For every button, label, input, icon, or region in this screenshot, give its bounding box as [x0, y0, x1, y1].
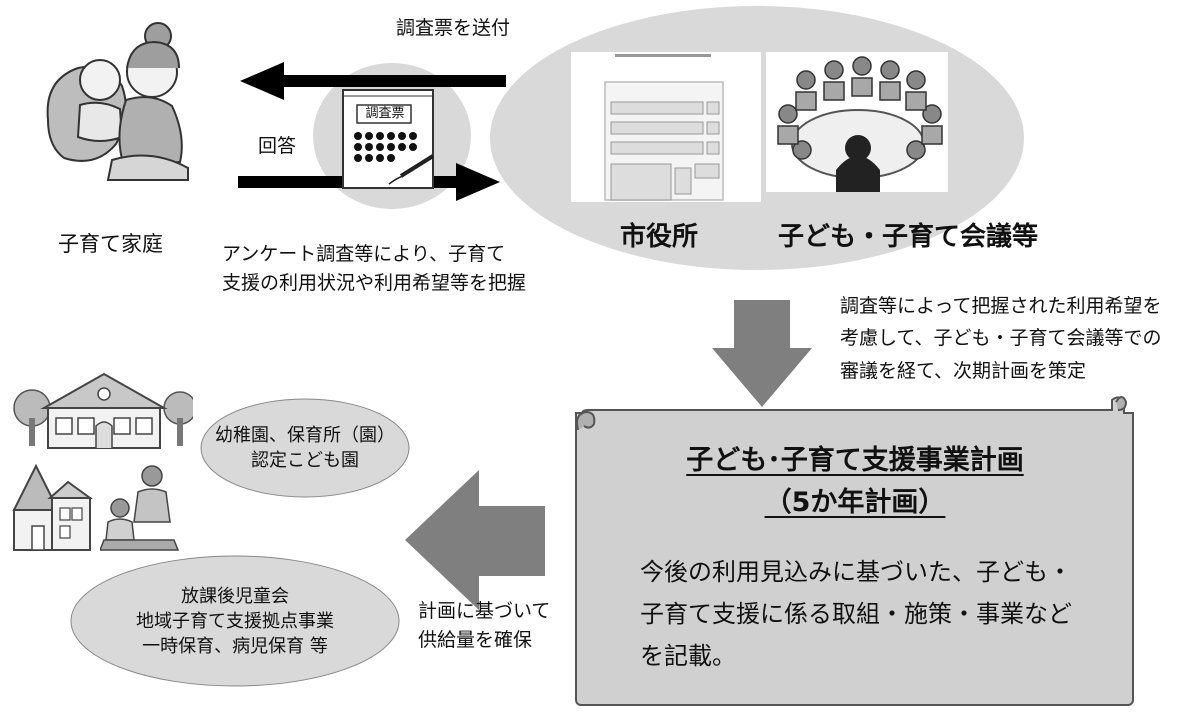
survey-sheet-icon: 調査票 — [341, 88, 437, 190]
supply-note: 計画に基づいて 供給量を確保 — [418, 597, 550, 656]
plan-note-line: 調査等によって把握された利用希望を — [840, 295, 1162, 317]
facility-label: 放課後児童会 — [181, 586, 289, 607]
send-survey-label: 調査票を送付 — [396, 17, 511, 39]
council-meeting-icon — [766, 52, 948, 192]
survey-note-line: 支援の利用状況や利用希望等を把握 — [222, 272, 527, 295]
survey-card-label: 調査票 — [365, 106, 405, 121]
plan-title: 子ども･子育て支援事業計画 — [686, 445, 1024, 476]
reply-label: 回答 — [258, 135, 297, 157]
plan-description: 今後の利用見込みに基づいた、子ども・ 子育て支援に係る取組・施策・事業など を記… — [640, 551, 1072, 677]
kindergarten-building-icon — [13, 372, 193, 449]
plan-note: 調査等によって把握された利用希望を 考慮して、子ども・子育て会議等での 審議を経… — [840, 290, 1161, 387]
plan-scroll — [575, 412, 1134, 706]
facility-label: 幼稚園、保育所（園） — [215, 425, 395, 446]
left-arrow — [405, 470, 545, 610]
city-hall-building-icon — [571, 52, 761, 202]
facility-label: 一時保育、病児保育 等 — [142, 636, 328, 658]
survey-note: アンケート調査等により、子育て 支援の利用状況や利用希望等を把握 — [222, 240, 526, 299]
plan-description-line: 子育て支援に係る取組・施策・事業など — [640, 600, 1072, 628]
city-hall-label: 市役所 — [620, 222, 699, 252]
plan-note-line: 審議を経て、次期計画を策定 — [840, 359, 1087, 382]
survey-note-line: アンケート調査等により、子育て — [222, 243, 506, 265]
facility-label: 地域子育て支援拠点事業 — [136, 611, 334, 633]
plan-title-block: 子ども･子育て支援事業計画 （5か年計画） — [585, 440, 1125, 524]
facility-label: 認定こども園 — [251, 450, 359, 472]
facility-ellipse-2 — [70, 555, 400, 687]
children-playing-icon — [100, 465, 180, 551]
down-arrow — [712, 300, 812, 407]
plan-description-line: 今後の利用見込みに基づいた、子ども・ — [640, 558, 1072, 586]
plan-description-line: を記載。 — [640, 642, 736, 670]
supply-note-line: 計画に基づいて — [418, 600, 551, 622]
facility-group-1: 幼稚園、保育所（園） 認定こども園 — [200, 423, 410, 473]
facility-group-2: 放課後児童会 地域子育て支援拠点事業 一時保育、病児保育 等 — [70, 584, 400, 660]
plan-note-line: 考慮して、子ども・子育て会議等での — [840, 327, 1162, 350]
supply-note-line: 供給量を確保 — [418, 629, 533, 652]
family-label: 子育て家庭 — [58, 232, 163, 256]
scroll-top-curl — [576, 396, 1128, 430]
house-icon — [12, 463, 94, 551]
mother-feeding-baby-icon — [46, 22, 189, 181]
plan-subtitle: （5か年計画） — [764, 486, 946, 518]
council-label: 子ども・子育て会議等 — [778, 222, 1039, 252]
send-survey-arrow — [240, 62, 506, 100]
facility-ellipse-1 — [200, 398, 410, 498]
